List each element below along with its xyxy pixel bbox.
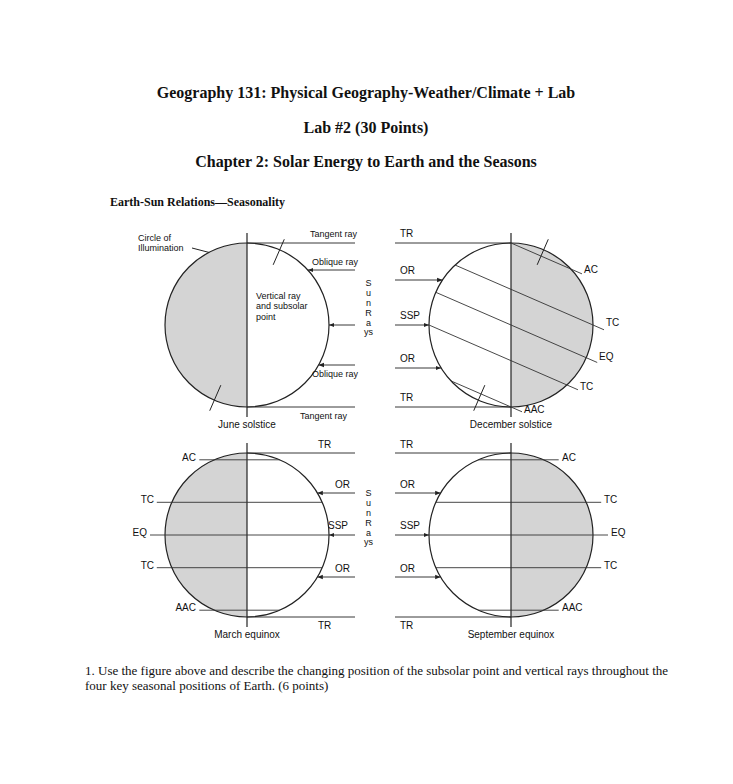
diagram-label: OR bbox=[400, 563, 415, 575]
diagram-label: TR bbox=[318, 620, 331, 632]
diagram-label: SSP bbox=[400, 520, 420, 532]
globe: March equinox bbox=[165, 453, 329, 617]
sun-ray bbox=[395, 535, 429, 536]
diagram-label: Oblique ray bbox=[312, 369, 358, 379]
globe-caption: June solstice bbox=[218, 419, 276, 431]
globe-drawing bbox=[165, 243, 329, 407]
latitude-line bbox=[199, 459, 279, 460]
sun-ray bbox=[395, 325, 429, 326]
sun-ray bbox=[395, 243, 511, 244]
diagram-label: TC bbox=[141, 560, 154, 572]
globe-caption: September equinox bbox=[468, 629, 555, 641]
diagram-label: Oblique ray bbox=[312, 257, 358, 267]
latitude-line bbox=[429, 325, 578, 390]
sun-ray bbox=[395, 407, 511, 408]
diagram-label: Circle of Illumination bbox=[138, 233, 198, 254]
globe-drawing bbox=[165, 453, 329, 617]
latitude-line bbox=[511, 243, 582, 274]
subtitle: Chapter 2: Solar Energy to Earth and the… bbox=[195, 153, 537, 171]
sun-ray bbox=[308, 270, 355, 271]
latitude-line bbox=[436, 502, 601, 503]
diagram-label: TC bbox=[604, 494, 617, 506]
sun-ray bbox=[317, 493, 355, 494]
sun-ray bbox=[395, 493, 441, 494]
latitude-line bbox=[455, 265, 604, 330]
latitude-line bbox=[199, 610, 279, 611]
sun-ray bbox=[247, 617, 355, 618]
subtitle: Earth-Sun Relations—Seasonality bbox=[110, 196, 285, 210]
diagram-label: EQ bbox=[611, 527, 625, 539]
latitude-line bbox=[478, 610, 558, 611]
diagram-label: AAC bbox=[562, 602, 583, 614]
latitude-line bbox=[429, 535, 608, 536]
diagram-label: TR bbox=[400, 620, 413, 632]
axis-tick bbox=[210, 385, 221, 411]
sun-ray bbox=[317, 577, 355, 578]
globe-drawing bbox=[429, 243, 593, 407]
night-half bbox=[511, 243, 593, 407]
diagram-label: Tangent ray bbox=[310, 229, 357, 239]
sun-ray bbox=[247, 407, 355, 408]
sun-ray bbox=[329, 325, 355, 326]
night-half bbox=[165, 243, 247, 407]
diagram-label: AAC bbox=[524, 404, 545, 416]
latitude-line bbox=[157, 502, 322, 503]
diagram-label: TC bbox=[604, 560, 617, 572]
globe-caption: March equinox bbox=[214, 629, 280, 641]
diagram-label: TC bbox=[580, 381, 593, 393]
diagram-label: SSP bbox=[328, 520, 348, 532]
sun-ray bbox=[395, 280, 442, 281]
diagram-label: TR bbox=[400, 392, 413, 404]
diagram-label: AC bbox=[182, 452, 196, 464]
latitude-line bbox=[478, 459, 558, 460]
diagram-label: Vertical ray and subsolar point bbox=[256, 291, 318, 322]
diagram-label: AC bbox=[584, 264, 598, 276]
globe: June solstice bbox=[165, 243, 329, 407]
vertical-label: Sun Rays bbox=[364, 489, 373, 548]
sun-ray bbox=[329, 535, 355, 536]
diagram-label: AC bbox=[562, 452, 576, 464]
sun-ray bbox=[395, 577, 441, 578]
diagram-label: TR bbox=[400, 439, 413, 451]
diagram-label: TR bbox=[400, 228, 413, 240]
globe: December solstice bbox=[429, 243, 593, 407]
sun-ray bbox=[395, 368, 441, 369]
vertical-label: Sun Rays bbox=[364, 279, 373, 338]
diagram-label: OR bbox=[400, 265, 415, 277]
diagram-label: Tangent ray bbox=[300, 411, 347, 421]
latitude-line bbox=[436, 567, 601, 568]
sun-ray bbox=[319, 365, 355, 366]
diagram-label: OR bbox=[400, 353, 415, 365]
page-title: Geography 131: Physical Geography-Weathe… bbox=[157, 84, 575, 102]
sun-ray bbox=[247, 243, 355, 244]
diagram-label: OR bbox=[335, 563, 350, 575]
diagram-label: TC bbox=[141, 494, 154, 506]
globe: September equinox bbox=[429, 453, 593, 617]
sun-ray bbox=[247, 453, 355, 454]
diagram-label: AAC bbox=[175, 602, 196, 614]
diagram-label: TR bbox=[318, 439, 331, 451]
latitude-line bbox=[436, 292, 597, 362]
globe-caption: December solstice bbox=[470, 419, 552, 431]
subtitle: Lab #2 (30 Points) bbox=[304, 119, 429, 137]
question-text: 1. Use the figure above and describe the… bbox=[85, 664, 670, 694]
axis-tick bbox=[537, 239, 548, 265]
circle-of-illumination bbox=[246, 233, 247, 417]
globe-drawing bbox=[429, 453, 593, 617]
diagram-label: SSP bbox=[400, 310, 420, 322]
diagram-label: OR bbox=[400, 479, 415, 491]
sun-ray bbox=[395, 453, 511, 454]
latitude-line bbox=[150, 535, 329, 536]
diagram-label: OR bbox=[335, 479, 350, 491]
latitude-line bbox=[451, 381, 522, 412]
diagram-label: TC bbox=[606, 317, 619, 329]
latitude-line bbox=[157, 567, 322, 568]
diagram-label: EQ bbox=[599, 351, 613, 363]
diagram-label: EQ bbox=[133, 527, 147, 539]
sun-ray bbox=[395, 617, 511, 618]
